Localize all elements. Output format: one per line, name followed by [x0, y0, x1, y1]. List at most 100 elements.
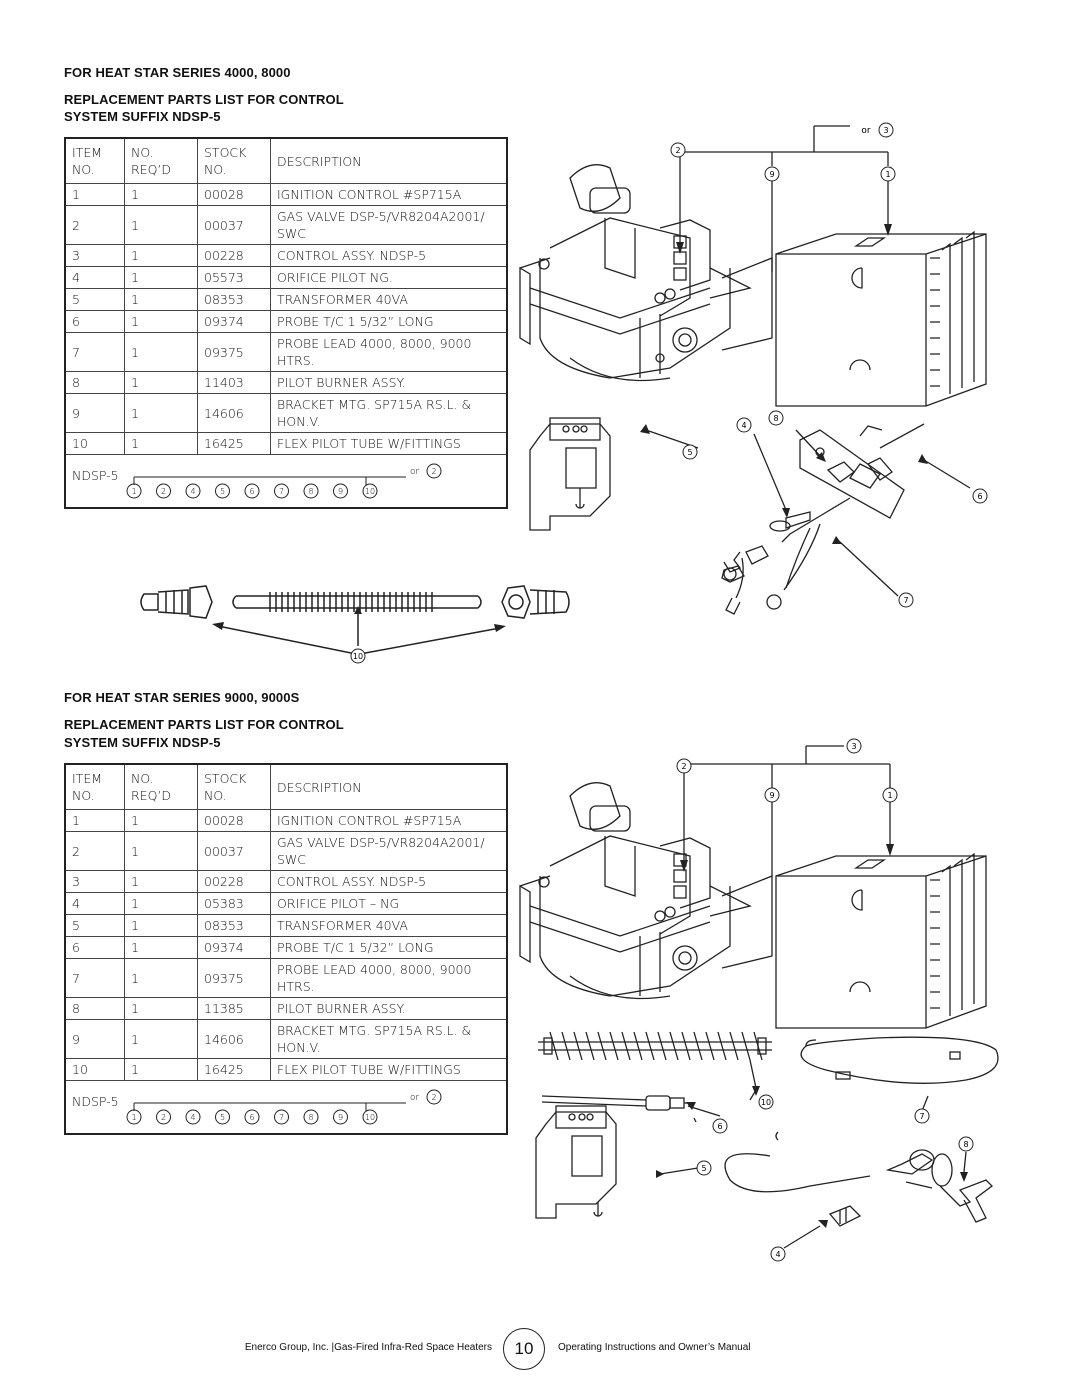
kit-item-label: 4 — [190, 1113, 195, 1122]
header-description: DESCRIPTION — [270, 137, 508, 184]
cell-qty: 1 — [124, 332, 198, 372]
cell-description: ORIFICE PILOT – NG — [270, 892, 508, 915]
cell-description: CONTROL ASSY. NDSP-5 — [270, 870, 508, 893]
kit-item-label: 10 — [365, 1113, 375, 1122]
series-heading-2: FOR HEAT STAR SERIES 9000, 9000S — [64, 690, 300, 705]
parts-list-subtitle-2: SYSTEM SUFFIX NDSP-5 — [64, 735, 221, 750]
cell-stock: 05573 — [197, 266, 271, 289]
kit-item-circle — [185, 1109, 201, 1125]
cell-stock: 00028 — [197, 809, 271, 832]
cell-stock: 05383 — [197, 892, 271, 915]
callout-9: 9 — [769, 791, 774, 800]
cell-qty: 1 — [124, 183, 198, 206]
kit-item-circle — [156, 483, 171, 499]
cell-item: 6 — [64, 936, 125, 959]
kit-item-label: 7 — [279, 1113, 284, 1122]
cell-stock: 16425 — [197, 432, 271, 455]
cell-qty: 1 — [124, 393, 198, 433]
cell-stock: 08353 — [197, 914, 271, 937]
callout-7: 7 — [903, 596, 908, 605]
cell-description: TRANSFORMER 40VA — [270, 914, 508, 937]
cell-qty: 1 — [124, 205, 198, 245]
cell-description: FLEX PILOT TUBE W/FITTINGS — [270, 432, 508, 455]
cell-description: BRACKET MTG. SP715A RS.L. & HON.V. — [270, 1019, 508, 1059]
kit-item-label: 9 — [338, 487, 343, 496]
ndsp-label: NDSP-5 — [72, 1094, 119, 1109]
callout-3: 3 — [883, 126, 888, 135]
kit-item-label: 9 — [338, 1113, 343, 1122]
kit-item-circle — [303, 1109, 319, 1125]
cell-stock: 00228 — [197, 244, 271, 267]
callout-5: 5 — [701, 1164, 706, 1173]
control-assembly-illustration-1: or 3 2 9 1 4 8 5 6 7 — [519, 122, 988, 615]
cell-stock: 00037 — [197, 205, 271, 245]
cell-description: PROBE LEAD 4000, 8000, 9000 HTRS. — [270, 958, 508, 998]
cell-item: 8 — [64, 997, 125, 1020]
kit-item-circle — [274, 483, 289, 499]
parts-list-title-2: REPLACEMENT PARTS LIST FOR CONTROL — [64, 717, 344, 732]
parts-list-subtitle: SYSTEM SUFFIX NDSP-5 — [64, 109, 221, 124]
kit-item-circle — [244, 483, 260, 499]
cell-item: 10 — [64, 432, 125, 455]
kit-item-label: 2 — [161, 487, 166, 496]
cell-description: PROBE T/C 1 5/32” LONG — [270, 936, 508, 959]
cell-qty: 1 — [124, 288, 198, 311]
kit-item-circle — [215, 483, 230, 499]
flex-pilot-tube-illustration: 10 — [140, 585, 570, 664]
cell-item: 7 — [64, 958, 125, 998]
cell-stock: 09375 — [197, 958, 271, 998]
cell-qty: 1 — [124, 936, 198, 959]
kit-item-circle — [274, 1109, 289, 1125]
cell-qty: 1 — [124, 432, 198, 455]
header-qty: NO.REQ’D — [124, 137, 198, 184]
cell-description: TRANSFORMER 40VA — [270, 288, 508, 311]
cell-qty: 1 — [124, 914, 198, 937]
kit-item-circle — [303, 483, 319, 499]
cell-description: IGNITION CONTROL #SP715A — [270, 183, 508, 206]
cell-description: PROBE LEAD 4000, 8000, 9000 HTRS. — [270, 332, 508, 372]
kit-item-label: 5 — [220, 487, 225, 496]
kit-item-label: 8 — [308, 487, 313, 496]
cell-description: IGNITION CONTROL #SP715A — [270, 809, 508, 832]
kit-item-label: 1 — [131, 1113, 136, 1122]
ndsp-or-item: 2 — [431, 1093, 436, 1102]
callout-3: 3 — [851, 742, 856, 751]
cell-qty: 1 — [124, 831, 198, 871]
kit-item-label: 1 — [131, 487, 136, 496]
series-heading: FOR HEAT STAR SERIES 4000, 8000 — [64, 65, 291, 80]
kit-item-circle — [244, 1109, 260, 1125]
kit-item-circle — [362, 1109, 378, 1125]
cell-stock: 00037 — [197, 831, 271, 871]
ndsp-or-item: 2 — [431, 467, 436, 476]
callout-6: 6 — [717, 1122, 722, 1131]
callout-1: 1 — [887, 791, 892, 800]
cell-stock: 11403 — [197, 371, 271, 394]
callout-6: 6 — [977, 492, 982, 501]
cell-description: GAS VALVE DSP-5/VR8204A2001/ SWC — [270, 831, 508, 871]
cell-item: 5 — [64, 288, 125, 311]
kit-item-label: 8 — [308, 1113, 313, 1122]
cell-item: 2 — [64, 831, 125, 871]
cell-item: 8 — [64, 371, 125, 394]
kit-item-circle — [185, 483, 201, 499]
cell-qty: 1 — [124, 1019, 198, 1059]
